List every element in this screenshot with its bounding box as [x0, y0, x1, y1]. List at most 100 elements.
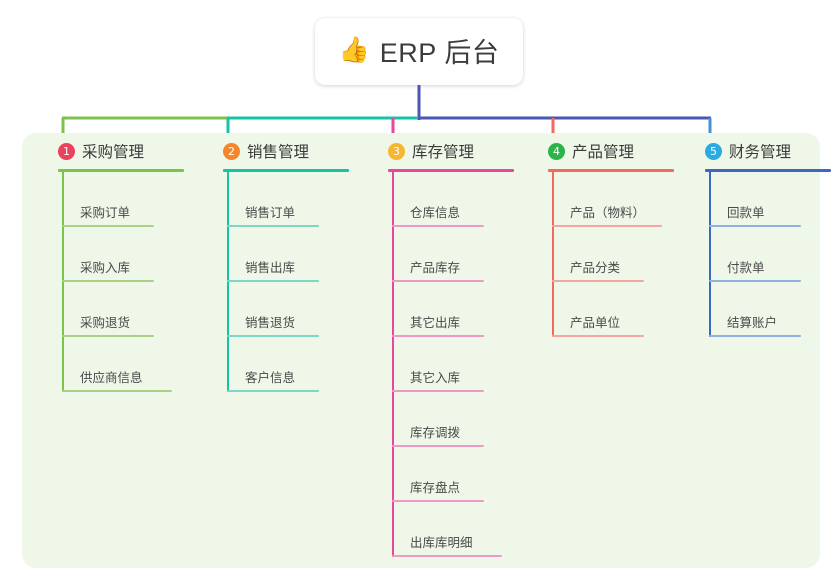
branch-number-badge: 3 — [388, 142, 405, 160]
branch-item-underline — [552, 335, 644, 337]
branch-column-3: 3 库存管理仓库信息产品库存其它出库其它入库库存调拨库存盘点出库库明细 — [370, 133, 520, 557]
branch-title: 库存管理 — [412, 144, 475, 161]
branch-number-badge: 2 — [223, 142, 240, 160]
branch-header-5[interactable]: 5 财务管理 — [687, 133, 837, 169]
branch-spine — [392, 172, 394, 557]
branch-spine — [62, 172, 64, 392]
branch-item-label: 产品库存 — [410, 260, 461, 275]
branch-column-1: 1 采购管理采购订单采购入库采购退货供应商信息 — [40, 133, 190, 392]
branch-item-label: 其它入库 — [410, 370, 461, 385]
branch-number-badge: 5 — [705, 142, 722, 160]
branch-item-underline — [227, 280, 319, 282]
branch-item[interactable]: 库存调拨 — [392, 392, 520, 447]
branch-item-label: 产品分类 — [570, 260, 621, 275]
branch-column-4: 4 产品管理产品（物料） 产品分类产品单位 — [530, 133, 680, 337]
branch-item-underline — [392, 445, 484, 447]
branch-item-label: 供应商信息 — [80, 370, 143, 385]
branch-item-label: 销售订单 — [245, 205, 296, 220]
branch-spine — [227, 172, 229, 392]
branch-item-underline — [552, 225, 662, 227]
branch-item-underline — [62, 225, 154, 227]
branch-item-label: 采购订单 — [80, 205, 131, 220]
branch-item[interactable]: 产品分类 — [552, 227, 680, 282]
branch-item[interactable]: 产品库存 — [392, 227, 520, 282]
branch-column-5: 5 财务管理回款单付款单结算账户 — [687, 133, 837, 337]
branch-item-list: 产品（物料） 产品分类产品单位 — [552, 172, 680, 337]
branch-item-label: 客户信息 — [245, 370, 296, 385]
branch-item-list: 采购订单采购入库采购退货供应商信息 — [62, 172, 190, 392]
branch-item-underline — [392, 335, 484, 337]
branch-item-label: 销售退货 — [245, 315, 296, 330]
branch-header-3[interactable]: 3 库存管理 — [370, 133, 520, 169]
branch-item-label: 结算账户 — [727, 315, 778, 330]
branch-item-underline — [392, 390, 484, 392]
branch-column-2: 2 销售管理销售订单销售出库销售退货客户信息 — [205, 133, 355, 392]
branch-header-underline — [548, 169, 674, 172]
branches-panel: 1 采购管理采购订单采购入库采购退货供应商信息 2 销售管理销售订单销售出库销售退货客… — [22, 133, 831, 568]
branch-item[interactable]: 出库库明细 — [392, 502, 520, 557]
branch-item[interactable]: 其它出库 — [392, 282, 520, 337]
branch-item[interactable]: 产品（物料） — [552, 172, 680, 227]
branch-item[interactable]: 客户信息 — [227, 337, 355, 392]
branch-item-list: 销售订单销售出库销售退货客户信息 — [227, 172, 355, 392]
branch-title: 产品管理 — [572, 144, 635, 161]
branch-item-underline — [392, 500, 484, 502]
branch-spine — [709, 172, 711, 337]
branch-item-underline — [392, 555, 502, 557]
branch-item-underline — [709, 225, 801, 227]
branch-header-4[interactable]: 4 产品管理 — [530, 133, 680, 169]
branch-item-label: 产品单位 — [570, 315, 621, 330]
branch-item-list: 仓库信息产品库存其它出库其它入库库存调拨库存盘点出库库明细 — [392, 172, 520, 557]
branch-header-1[interactable]: 1 采购管理 — [40, 133, 190, 169]
branch-item-underline — [227, 335, 319, 337]
branch-item[interactable]: 供应商信息 — [62, 337, 190, 392]
branch-item[interactable]: 采购订单 — [62, 172, 190, 227]
branch-header-underline — [705, 169, 831, 172]
branch-item[interactable]: 采购入库 — [62, 227, 190, 282]
branch-item-label: 销售出库 — [245, 260, 296, 275]
branch-item-underline — [392, 280, 484, 282]
branch-title: 财务管理 — [729, 144, 792, 161]
branch-item-label: 出库库明细 — [410, 535, 473, 550]
root-node-content: 👍 ERP 后台 — [339, 31, 500, 70]
branch-number-badge: 1 — [58, 142, 75, 160]
branch-item[interactable]: 产品单位 — [552, 282, 680, 337]
branch-header-underline — [58, 169, 184, 172]
branch-item-label: 库存盘点 — [410, 480, 461, 495]
branch-item[interactable]: 结算账户 — [709, 282, 837, 337]
branch-item-label: 仓库信息 — [410, 205, 461, 220]
branch-item-underline — [392, 225, 484, 227]
branch-item[interactable]: 仓库信息 — [392, 172, 520, 227]
branch-item[interactable]: 销售退货 — [227, 282, 355, 337]
branch-item-underline — [227, 390, 319, 392]
branch-item-underline — [709, 335, 801, 337]
branch-item-underline — [62, 335, 154, 337]
branch-item[interactable]: 采购退货 — [62, 282, 190, 337]
branch-title: 采购管理 — [82, 144, 145, 161]
branch-item[interactable]: 销售出库 — [227, 227, 355, 282]
root-node-erp-backend[interactable]: 👍 ERP 后台 — [315, 18, 523, 85]
branch-header-underline — [223, 169, 349, 172]
branch-item[interactable]: 回款单 — [709, 172, 837, 227]
branch-item-label: 库存调拨 — [410, 425, 461, 440]
branch-item-label: 其它出库 — [410, 315, 461, 330]
thumbs-up-icon: 👍 — [338, 36, 370, 64]
branch-item[interactable]: 库存盘点 — [392, 447, 520, 502]
branch-item-underline — [62, 390, 172, 392]
branch-item-label: 采购退货 — [80, 315, 131, 330]
branch-item-underline — [552, 280, 644, 282]
branch-item-label: 采购入库 — [80, 260, 131, 275]
branch-item-label: 付款单 — [727, 260, 765, 275]
branch-item[interactable]: 付款单 — [709, 227, 837, 282]
branch-spine — [552, 172, 554, 337]
branch-header-underline — [388, 169, 514, 172]
branch-item[interactable]: 销售订单 — [227, 172, 355, 227]
branch-item[interactable]: 其它入库 — [392, 337, 520, 392]
branch-item-underline — [62, 280, 154, 282]
branch-title: 销售管理 — [247, 144, 310, 161]
branch-number-badge: 4 — [548, 142, 565, 160]
branch-header-2[interactable]: 2 销售管理 — [205, 133, 355, 169]
branch-item-label: 回款单 — [727, 205, 765, 220]
branch-item-underline — [709, 280, 801, 282]
